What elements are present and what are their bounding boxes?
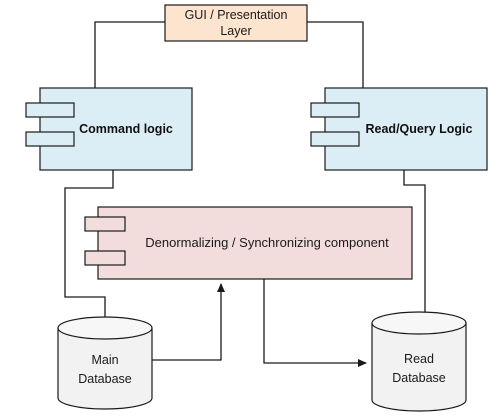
command-logic-label: Command logic bbox=[79, 122, 173, 136]
denormalizing-component: Denormalizing / Synchronizing component bbox=[84, 206, 413, 280]
main-db-label-line2: Database bbox=[78, 372, 132, 386]
gui-presentation-layer: GUI / Presentation Layer bbox=[164, 4, 308, 42]
gui-layer-title-line1: GUI / Presentation bbox=[185, 8, 288, 22]
denormalizer-to-read-db-arrow bbox=[263, 279, 367, 367]
main-database-cylinder: Main Database bbox=[57, 316, 153, 410]
command-logic-component: Command logic bbox=[25, 87, 193, 171]
component-port-icon bbox=[25, 102, 75, 118]
main-db-to-denormalizer-arrow bbox=[152, 283, 225, 361]
read-db-label-line1: Read bbox=[404, 352, 434, 366]
gui-to-query-connector bbox=[307, 21, 364, 88]
component-port-icon bbox=[25, 131, 75, 147]
gui-to-command-connector bbox=[94, 21, 165, 88]
read-database-cylinder: Read Database bbox=[371, 311, 467, 412]
read-query-logic-component: Read/Query Logic bbox=[310, 87, 488, 171]
component-port-icon bbox=[84, 216, 126, 232]
component-port-icon bbox=[310, 131, 360, 147]
component-port-icon bbox=[84, 250, 126, 266]
query-to-read-db-connector bbox=[403, 170, 426, 312]
read-query-logic-label: Read/Query Logic bbox=[366, 122, 473, 136]
main-db-label-line1: Main bbox=[91, 353, 118, 367]
read-db-label-line2: Database bbox=[392, 371, 446, 385]
denormalizing-label: Denormalizing / Synchronizing component bbox=[145, 235, 389, 250]
component-port-icon bbox=[310, 102, 360, 118]
command-to-main-db-connector bbox=[64, 170, 114, 318]
gui-layer-title-line2: Layer bbox=[220, 24, 251, 38]
